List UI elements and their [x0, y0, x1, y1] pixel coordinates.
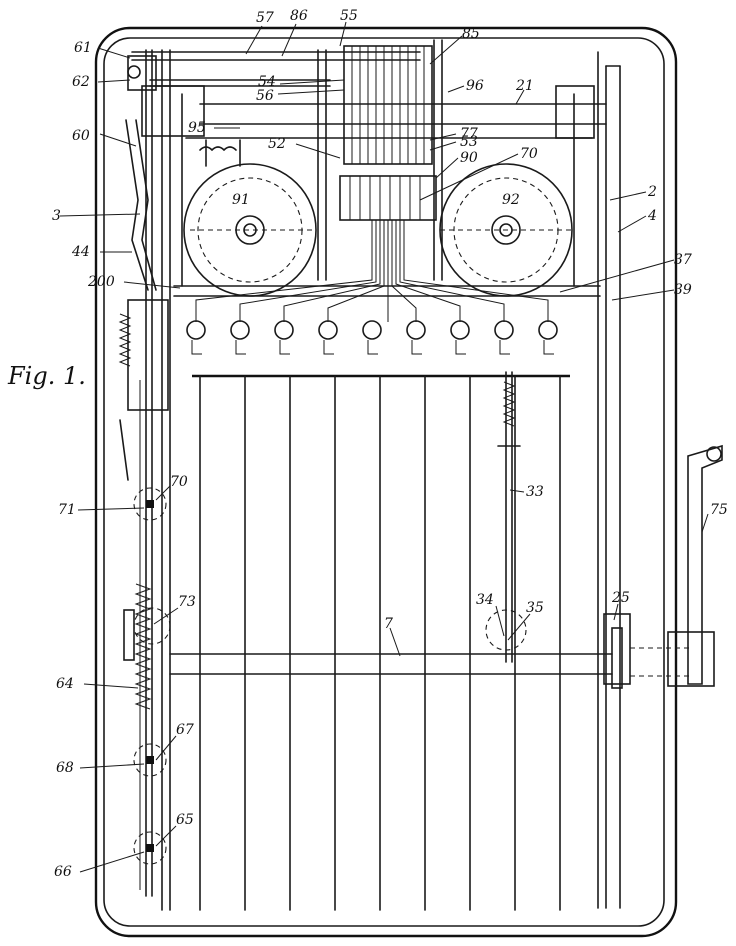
housing [94, 26, 678, 938]
label-90: 90 [460, 150, 478, 166]
label-70a: 70 [520, 146, 538, 162]
label-57: 57 [256, 10, 274, 26]
rod-grid [192, 374, 570, 911]
label-62: 62 [72, 74, 90, 90]
label-37: 37 [674, 252, 692, 268]
reference-numerals: 57 86 55 61 62 85 54 56 96 21 95 60 77 5… [52, 8, 728, 880]
label-39: 39 [674, 282, 692, 298]
cross-bar [173, 93, 601, 297]
key-loops [186, 320, 558, 355]
label-60: 60 [72, 128, 90, 144]
selector-slides [317, 39, 443, 281]
rod-33 [485, 371, 527, 663]
label-33: 33 [526, 484, 544, 500]
label-67: 67 [176, 722, 194, 738]
spool-91 [183, 139, 317, 297]
label-85: 85 [462, 26, 480, 42]
left-frame [123, 49, 171, 911]
label-64: 64 [56, 676, 74, 692]
label-53: 53 [460, 134, 478, 150]
shaft-7 [169, 613, 690, 689]
label-92: 92 [502, 192, 520, 208]
figure-caption: Fig. 1. [7, 362, 86, 390]
label-56: 56 [256, 88, 274, 104]
label-200: 200 [87, 274, 115, 290]
wire-fan [195, 220, 549, 322]
label-61: 61 [74, 40, 92, 56]
label-71: 71 [58, 502, 76, 518]
label-65: 65 [176, 812, 194, 828]
right-frame [597, 51, 621, 909]
label-35: 35 [526, 600, 544, 616]
top-shafts [127, 51, 607, 139]
label-25: 25 [611, 590, 630, 606]
label-2: 2 [647, 184, 657, 200]
label-55: 55 [340, 8, 358, 24]
label-21: 21 [515, 78, 534, 94]
label-34: 34 [476, 592, 494, 608]
label-44: 44 [71, 244, 90, 260]
label-68: 68 [56, 760, 74, 776]
label-54: 54 [258, 74, 276, 90]
label-4: 4 [647, 208, 657, 224]
label-91: 91 [232, 192, 250, 208]
label-95: 95 [188, 120, 206, 136]
label-96: 96 [466, 78, 484, 94]
spool-92 [439, 163, 573, 297]
leader-lines [59, 21, 709, 873]
label-52: 52 [268, 136, 286, 152]
label-66: 66 [54, 864, 72, 880]
label-3: 3 [52, 208, 61, 224]
lever-mechanism [118, 119, 171, 865]
crank-75 [667, 444, 723, 687]
label-75: 75 [710, 502, 728, 518]
label-86: 86 [290, 8, 308, 24]
label-7: 7 [384, 616, 393, 632]
label-77: 77 [460, 126, 478, 142]
label-70b: 70 [170, 474, 188, 490]
label-73: 73 [178, 594, 196, 610]
